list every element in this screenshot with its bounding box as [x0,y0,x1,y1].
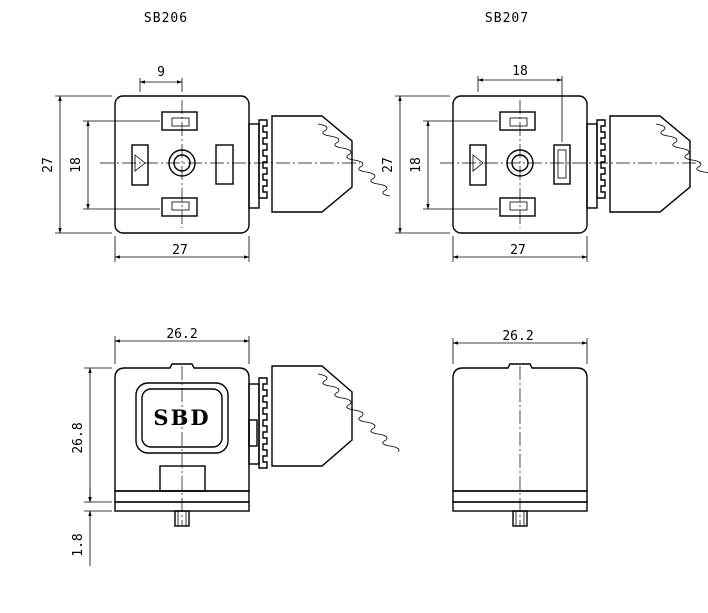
sb206-dim-27-width: 27 [172,243,188,258]
sb207-dim-18-top: 18 [512,64,528,79]
sb206-dim-27-height: 27 [41,157,56,173]
sb207-dim-18: 18 [409,157,424,173]
side-dim-26-2-left: 26.2 [166,327,197,342]
sbd-logo: SBD [153,405,210,430]
sb206-side-view [84,336,400,566]
sb207-dim-27-width: 27 [510,243,526,258]
side-dim-26-2-right: 26.2 [502,329,533,344]
sb206-title: SB206 [144,11,188,26]
side-dim-26-8: 26.8 [71,422,86,453]
sb207-side-view [452,338,588,527]
sb206-front-view [55,78,391,262]
sb207-front-view [395,76,708,262]
sb207-title: SB207 [485,11,529,26]
side-dim-1-8: 1.8 [71,533,86,556]
sb206-dim-18: 18 [69,157,84,173]
sb206-dim-9: 9 [157,65,165,80]
sb207-dim-27-height: 27 [381,157,396,173]
